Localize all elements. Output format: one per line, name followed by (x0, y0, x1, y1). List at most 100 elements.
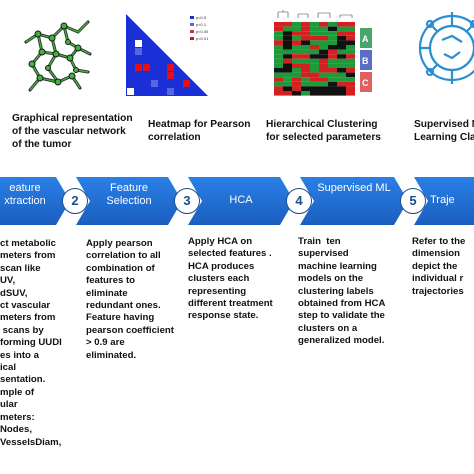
cluster-cell (292, 81, 301, 87)
cluster-cell (283, 86, 292, 91)
cluster-cell (301, 72, 310, 78)
cluster-cell (283, 72, 292, 78)
hierarchical-clustering-image: A B C (268, 10, 380, 102)
heatmap-cell (135, 64, 142, 71)
cluster-cell (301, 35, 310, 41)
cluster-cell (292, 31, 301, 36)
cluster-cell (328, 54, 337, 59)
heatmap-cell (143, 64, 150, 71)
cluster-cell (319, 45, 328, 50)
step-3-number: 3 (174, 188, 200, 214)
cluster-cell (337, 86, 346, 91)
cluster-cell (283, 81, 292, 87)
cluster-cell (283, 77, 292, 82)
cluster-cell (328, 26, 337, 32)
cluster-cell (310, 40, 319, 45)
step-4-label: Supervised ML (317, 182, 391, 194)
cluster-cell (346, 77, 355, 82)
cluster-cell (319, 63, 328, 68)
cluster-cell (274, 86, 283, 91)
cluster-cell (274, 91, 283, 96)
cluster-cell (292, 77, 301, 82)
cluster-cell (283, 49, 292, 55)
pearson-heatmap-image: p<0.5 p<0.1 p<0.05 p<0.01 (122, 10, 234, 100)
cluster-cell (328, 91, 337, 96)
description-step-1: ct metabolic meters from scan like UV, d… (0, 238, 62, 448)
cluster-cell (274, 26, 283, 32)
cluster-cell (319, 68, 328, 73)
cluster-cell (292, 26, 301, 32)
cluster-cell (283, 40, 292, 45)
step-1-label: eature xtraction (4, 182, 46, 207)
cluster-cell (319, 31, 328, 36)
description-step-4: Train ten supervised machine learning mo… (298, 236, 386, 347)
cluster-cell (319, 77, 328, 82)
step-2-number: 2 (62, 188, 88, 214)
cluster-cell (310, 72, 319, 78)
cluster-cell (283, 63, 292, 68)
cluster-cell (319, 91, 328, 96)
cluster-cell (301, 49, 310, 55)
cluster-cell (301, 45, 310, 50)
cluster-cell (346, 49, 355, 55)
cluster-cell (301, 22, 310, 27)
cluster-cell (274, 58, 283, 64)
cluster-cell (310, 26, 319, 32)
heatmap-cell (135, 40, 142, 47)
cluster-cell (301, 40, 310, 45)
cluster-cell (337, 68, 346, 73)
cluster-cell (292, 40, 301, 45)
cluster-cell (301, 31, 310, 36)
cluster-cell (301, 58, 310, 64)
cluster-cell (346, 58, 355, 64)
cluster-cell (310, 54, 319, 59)
cluster-cell (283, 91, 292, 96)
arrow-step-1 (0, 177, 70, 225)
cluster-cell (310, 63, 319, 68)
heatmap-cell (151, 80, 158, 87)
cluster-cell (310, 58, 319, 64)
cluster-cell (337, 22, 346, 27)
cluster-cell (337, 31, 346, 36)
cluster-cell (328, 63, 337, 68)
caption-clustering: Hierarchical Clustering for selected par… (266, 119, 381, 143)
cluster-cell (346, 72, 355, 78)
cluster-cell (337, 77, 346, 82)
cluster-cell (310, 35, 319, 41)
cluster-cell (274, 49, 283, 55)
cluster-cell (346, 54, 355, 59)
cluster-cell (274, 40, 283, 45)
heat-legend-4: p<0.01 (196, 36, 209, 41)
step-2-label: Feature Selection (106, 182, 152, 207)
cluster-cell (346, 26, 355, 32)
cluster-cell (346, 31, 355, 36)
cluster-cell (319, 81, 328, 87)
cluster-cell (346, 63, 355, 68)
cluster-cell (310, 91, 319, 96)
cluster-cell (346, 22, 355, 27)
cluster-cell (346, 40, 355, 45)
cluster-cell (301, 86, 310, 91)
cluster-cell (283, 58, 292, 64)
cluster-cell (283, 26, 292, 32)
cluster-cell (319, 40, 328, 45)
cluster-cell (319, 22, 328, 27)
cluster-cell (283, 68, 292, 73)
heatmap-cell (167, 72, 174, 79)
heatmap-cell (183, 80, 190, 87)
cluster-cell (328, 86, 337, 91)
cluster-cell (274, 35, 283, 41)
cluster-cell (301, 81, 310, 87)
cluster-cell (346, 45, 355, 50)
cluster-cell (301, 26, 310, 32)
cluster-cell (274, 31, 283, 36)
caption-graph: Graphical representation of the vascular… (12, 113, 133, 150)
description-step-3: Apply HCA on selected features . HCA pro… (188, 236, 273, 322)
cluster-cell (274, 45, 283, 50)
cluster-cell (274, 77, 283, 82)
cluster-cell (319, 54, 328, 59)
step-3-label: HCA (229, 194, 253, 206)
cluster-cell (328, 72, 337, 78)
cluster-cell (274, 68, 283, 73)
cluster-cell (292, 22, 301, 27)
